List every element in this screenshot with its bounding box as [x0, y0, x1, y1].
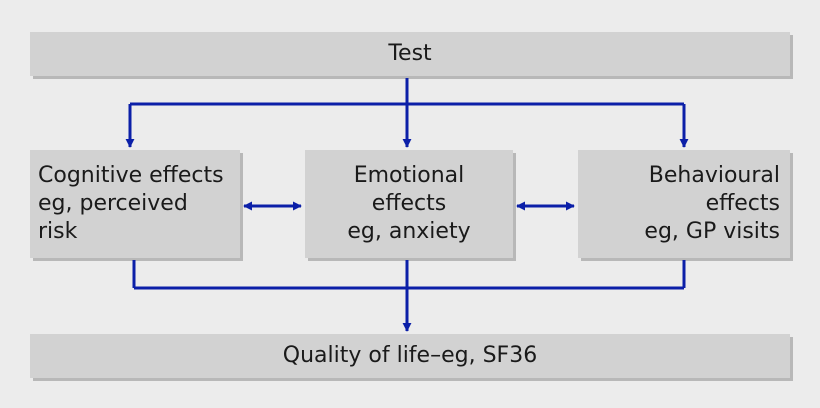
test-box: Test	[30, 32, 790, 76]
behavioural-effects-label: Behavioural effects eg, GP visits	[644, 163, 780, 244]
test-box-label: Test	[388, 41, 432, 66]
quality-of-life-box: Quality of life–eg, SF36	[30, 334, 790, 378]
quality-of-life-label: Quality of life–eg, SF36	[282, 343, 538, 368]
emotional-effects-box: Emotional effects eg, anxiety	[305, 150, 513, 258]
cognitive-effects-box: Cognitive effects eg, perceived risk	[30, 150, 240, 258]
cognitive-effects-label: Cognitive effects eg, perceived risk	[38, 163, 224, 244]
emotional-effects-label: Emotional effects eg, anxiety	[347, 163, 471, 244]
behavioural-effects-box: Behavioural effects eg, GP visits	[578, 150, 790, 258]
